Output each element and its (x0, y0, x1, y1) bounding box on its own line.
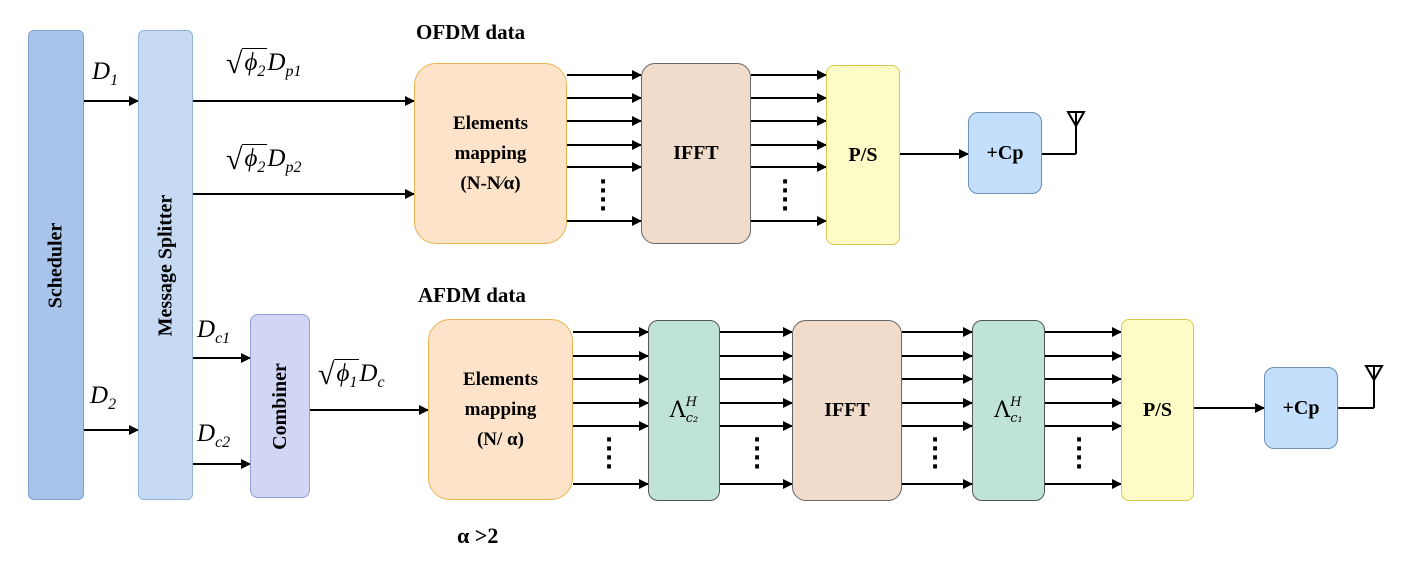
alpha-condition-note: α >2 (457, 523, 499, 548)
afdm-ps-label: P/S (1143, 398, 1172, 421)
ofdm-ps-label: P/S (848, 143, 878, 166)
afdm-mapping-line3: (N/ α) (476, 428, 524, 450)
ofdm-mapping-line1: Elements (453, 112, 528, 134)
ellipsis-afdm-1: ···· (604, 428, 614, 480)
sqrt-icon: √ϕ1 (318, 358, 360, 391)
ofdm-cp-block: +Cp (968, 112, 1042, 194)
signal-dp2: √ϕ2Dp2 (226, 140, 301, 177)
afdm-ifft-label: IFFT (824, 399, 870, 421)
ellipsis-ofdm-2: ···· (780, 170, 790, 222)
ofdm-ifft-label: IFFT (673, 142, 719, 164)
antenna-icon (1066, 111, 1086, 152)
ofdm-ps-block: P/S (826, 65, 900, 245)
afdm-ps-block: P/S (1121, 319, 1194, 501)
ofdm-mapping-line2: mapping (454, 142, 527, 164)
ellipsis-afdm-3: ···· (930, 428, 940, 480)
signal-dc: √ϕ1Dc (318, 355, 385, 392)
afdm-elements-mapping-block: Elements mapping (N/ α) (428, 319, 573, 500)
ellipsis-afdm-4: ···· (1074, 428, 1084, 480)
combiner-label: Combiner (268, 362, 291, 450)
antenna-icon (1364, 365, 1384, 406)
scheduler-block: Scheduler (28, 30, 84, 500)
ofdm-mapping-line3: (N-N⁄α) (460, 172, 521, 194)
signal-dc2: Dc2 (197, 420, 231, 451)
afdm-cp-block: +Cp (1264, 367, 1338, 449)
signal-d1: D1 (92, 58, 119, 89)
ellipsis-ofdm-1: ···· (598, 170, 608, 222)
afdm-mapping-line2: mapping (464, 398, 537, 420)
signal-dp1: √ϕ2Dp1 (226, 44, 301, 81)
sqrt-icon: √ϕ2 (226, 47, 268, 80)
afdm-cp-label: +Cp (1282, 396, 1320, 419)
sqrt-icon: √ϕ2 (226, 143, 268, 176)
ofdm-elements-mapping-block: Elements mapping (N-N⁄α) (414, 63, 567, 244)
scheduler-label: Scheduler (44, 222, 67, 308)
message-splitter-label: Message Splitter (154, 194, 177, 336)
combiner-block: Combiner (250, 314, 310, 498)
afdm-data-title: AFDM data (418, 283, 526, 307)
signal-dc1: Dc1 (197, 316, 231, 347)
signal-d2: D2 (90, 382, 117, 413)
ofdm-cp-label: +Cp (986, 141, 1024, 164)
ofdm-data-title: OFDM data (416, 20, 526, 44)
ellipsis-afdm-2: ···· (752, 428, 762, 480)
afdm-mapping-line1: Elements (463, 368, 538, 390)
message-splitter-block: Message Splitter (138, 30, 193, 500)
afdm-ifft-block: IFFT (792, 320, 902, 501)
ofdm-ifft-block: IFFT (641, 63, 751, 244)
